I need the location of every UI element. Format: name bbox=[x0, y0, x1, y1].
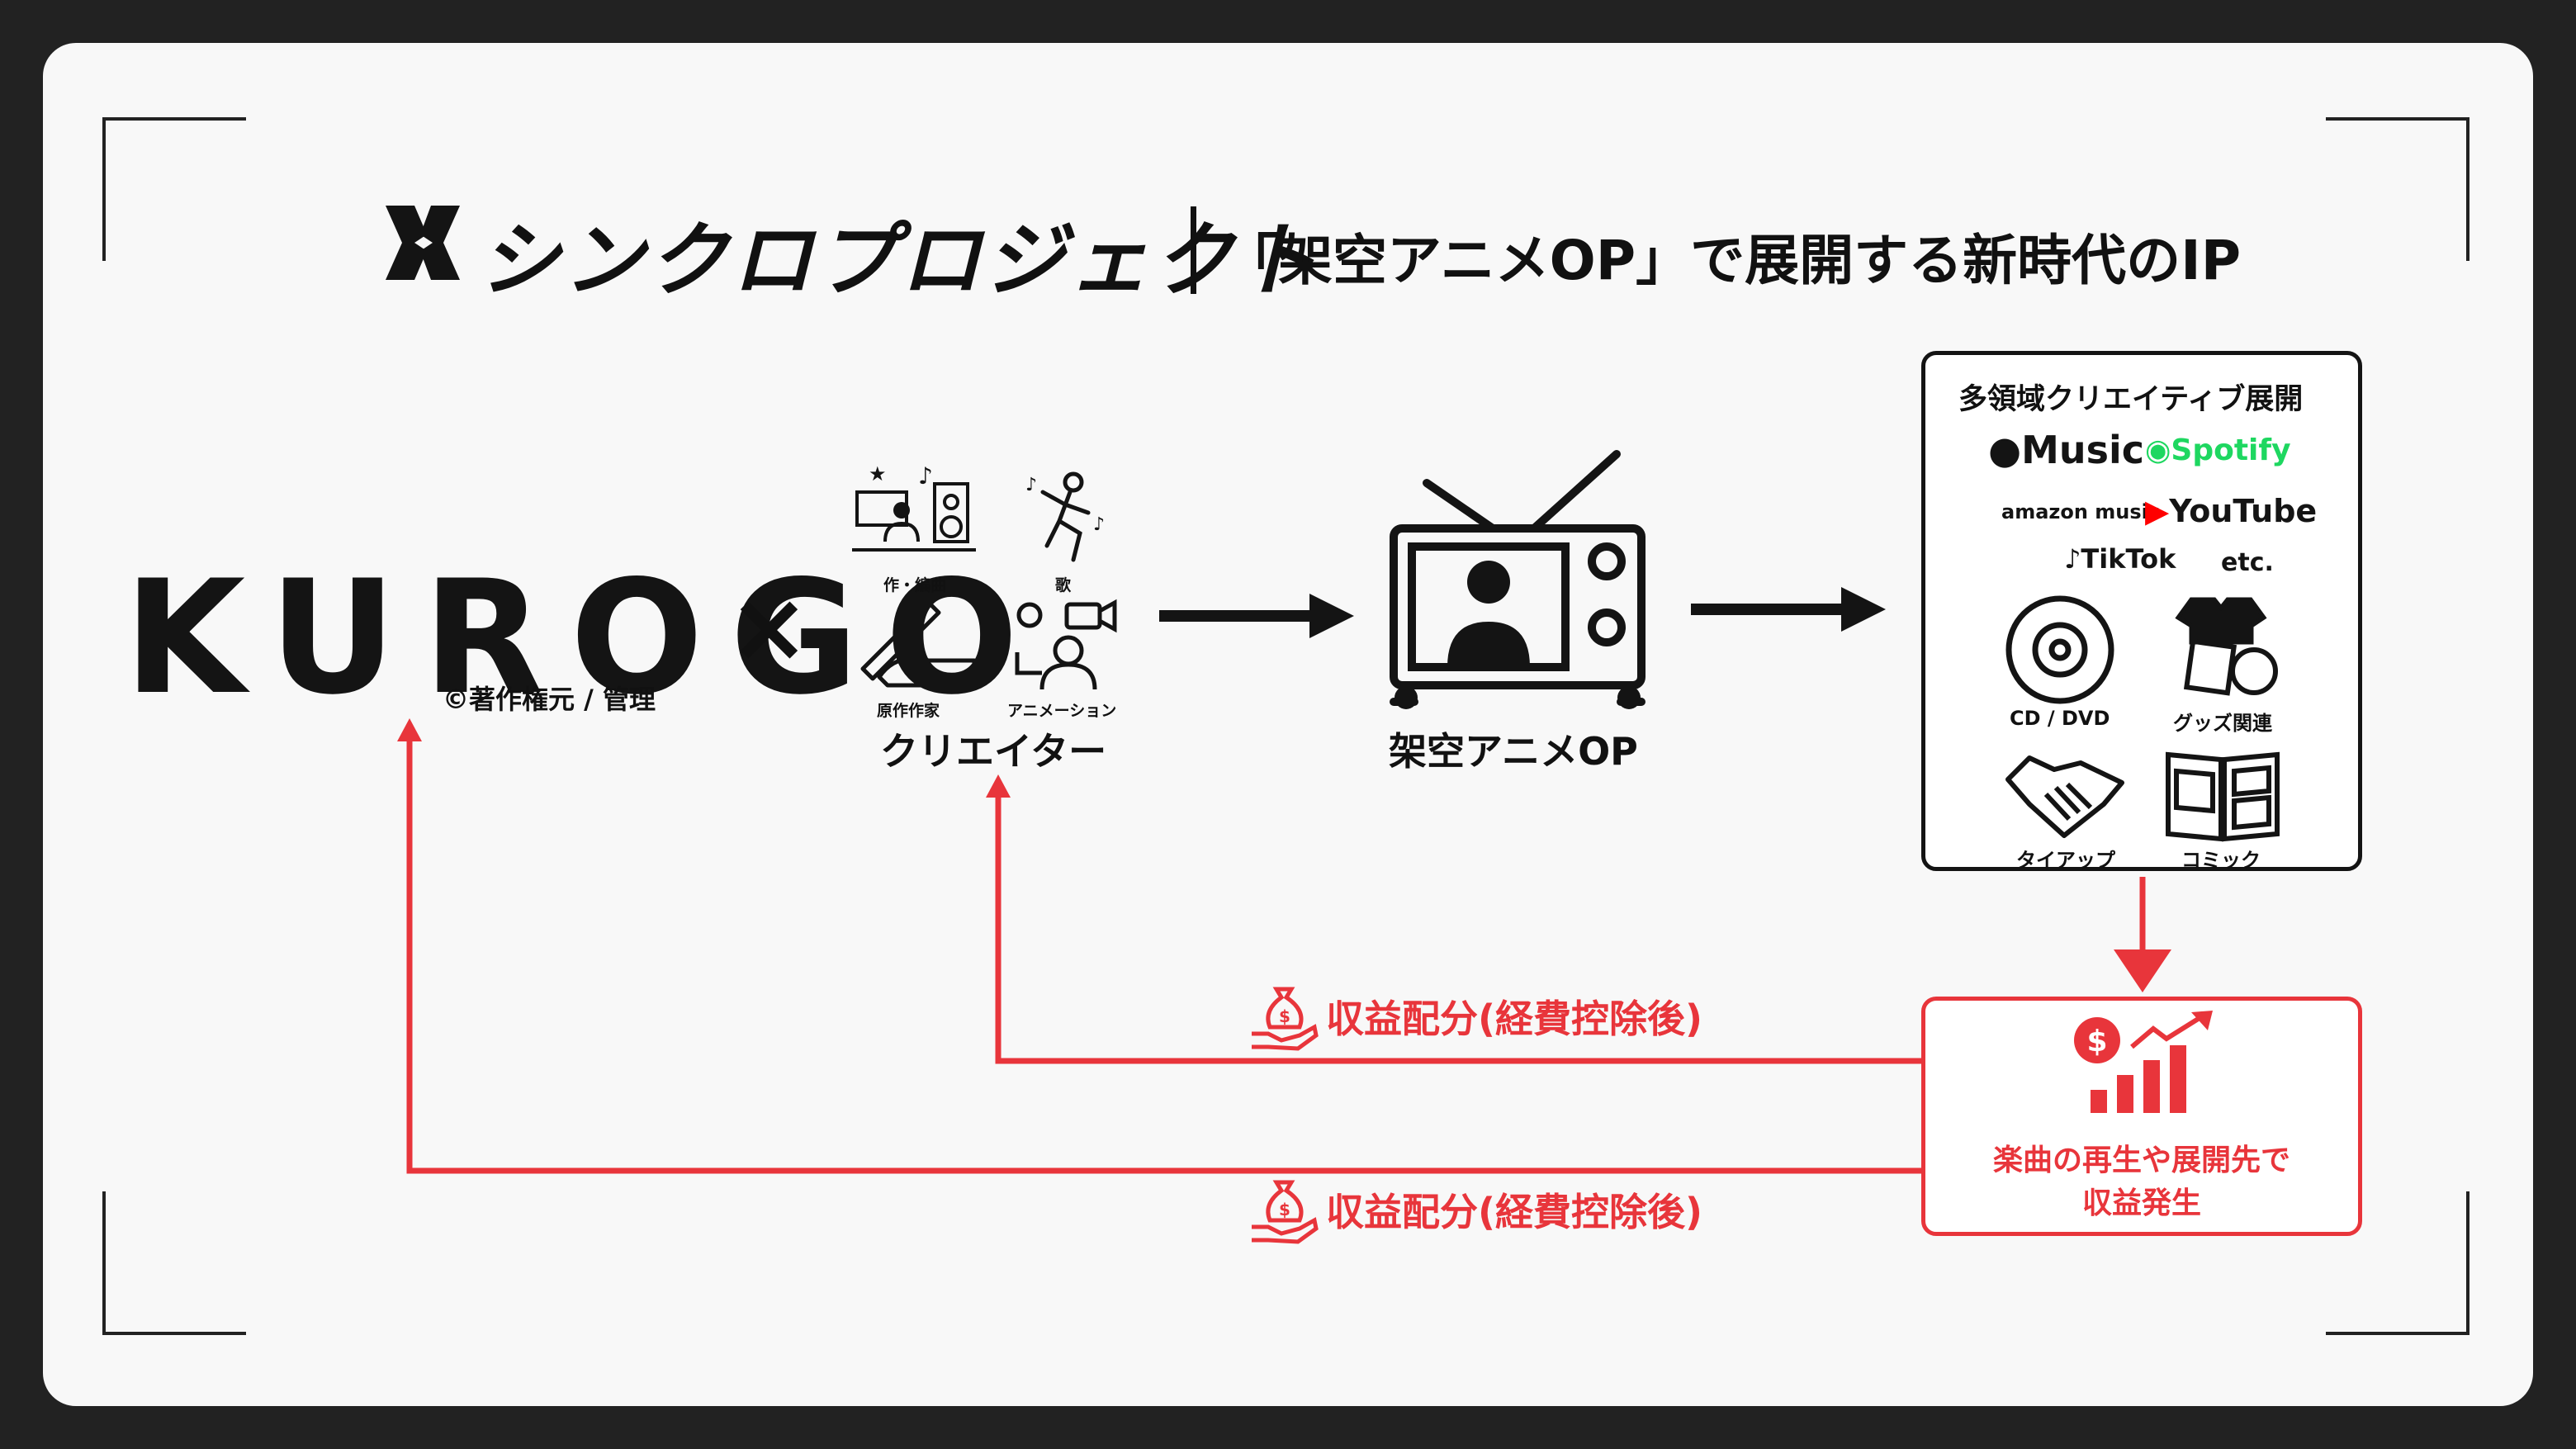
creator-title: クリエイター bbox=[880, 729, 1107, 774]
spotify-icon: ◉ bbox=[2145, 433, 2171, 467]
tiktok-label: ♪TikTok bbox=[2064, 543, 2176, 575]
animation-label: アニメーション bbox=[1007, 702, 1117, 720]
svg-text:♪: ♪ bbox=[918, 462, 933, 490]
anime-op-title: 架空アニメOP bbox=[1389, 729, 1638, 774]
animator-icon bbox=[1015, 599, 1117, 690]
comic-icon bbox=[2166, 751, 2280, 842]
revenue-box bbox=[1921, 997, 2362, 1236]
revenue-share-label-kurogo: 収益配分(経費控除後) bbox=[1326, 1190, 1703, 1234]
apple-music-label: ●Music bbox=[1988, 428, 2145, 472]
apple-icon: ● bbox=[1988, 428, 2022, 472]
tiktok-icon: ♪ bbox=[2064, 543, 2081, 575]
development-title: 多領域クリエイティブ展開 bbox=[1958, 383, 2304, 416]
arrow-right-icon bbox=[1691, 587, 1886, 632]
svg-text:♪: ♪ bbox=[1025, 475, 1037, 495]
singer-icon: ♪ ♪ bbox=[1025, 471, 1105, 562]
composer-label: 作・編曲 bbox=[883, 576, 947, 594]
corner-mark-bottom-right bbox=[2326, 1191, 2469, 1335]
youtube-icon: ▶ bbox=[2145, 493, 2170, 529]
tie-up-label: タイアップ bbox=[2016, 849, 2115, 872]
handshake-icon bbox=[2005, 755, 2124, 838]
revenue-share-label-creator: 収益配分(経費控除後) bbox=[1326, 997, 1703, 1041]
corner-mark-bottom-left bbox=[102, 1191, 246, 1335]
kurogo-brand-logo: KUROGO bbox=[124, 547, 1045, 729]
spotify-label: ◉Spotify bbox=[2145, 433, 2291, 467]
writer-icon bbox=[860, 600, 977, 688]
copyright-label: ©著作権元 / 管理 bbox=[443, 684, 656, 715]
original-author-label: 原作作家 bbox=[877, 702, 940, 720]
sync-logo-icon bbox=[386, 206, 460, 280]
etc-label: etc. bbox=[2221, 548, 2274, 577]
corner-mark-top-right bbox=[2326, 117, 2469, 261]
youtube-label: ▶YouTube bbox=[2145, 493, 2318, 529]
svg-text:$: $ bbox=[1279, 1200, 1290, 1219]
cd-dvd-icon bbox=[2005, 595, 2114, 704]
page-subtitle: 「架空アニメOP」で展開する新時代のIP bbox=[1224, 229, 2242, 292]
corner-mark-top-left bbox=[102, 117, 246, 261]
comic-label: コミック bbox=[2181, 849, 2261, 872]
creative-development-box bbox=[1921, 351, 2362, 871]
revenue-line-2: 収益発生 bbox=[2081, 1186, 2201, 1220]
revenue-growth-icon: $ bbox=[2074, 1011, 2213, 1113]
cd-dvd-label: CD / DVD bbox=[2010, 707, 2110, 730]
money-hand-icon: $ bbox=[1252, 1180, 1319, 1244]
merchandise-icon bbox=[2175, 597, 2278, 696]
project-logo-text: シンクロプロジェクト bbox=[479, 214, 1322, 308]
title-divider bbox=[1191, 206, 1196, 294]
music-producer-icon: ♪ ★ bbox=[852, 462, 976, 552]
svg-text:★: ★ bbox=[869, 462, 887, 485]
television-icon bbox=[1390, 450, 1646, 709]
goods-label: グッズ関連 bbox=[2173, 712, 2272, 735]
amazon-music-label: amazon music bbox=[2001, 500, 2161, 523]
arrow-right-icon bbox=[1159, 594, 1354, 638]
cross-symbol: × bbox=[728, 570, 810, 684]
money-hand-icon: $ bbox=[1252, 987, 1319, 1051]
revenue-line-1: 楽曲の再生や展開先で bbox=[1992, 1144, 2290, 1177]
svg-text:$: $ bbox=[1279, 1006, 1290, 1026]
svg-text:♪: ♪ bbox=[1093, 514, 1105, 535]
singer-label: 歌 bbox=[1055, 576, 1072, 594]
svg-text:$: $ bbox=[2086, 1025, 2107, 1058]
